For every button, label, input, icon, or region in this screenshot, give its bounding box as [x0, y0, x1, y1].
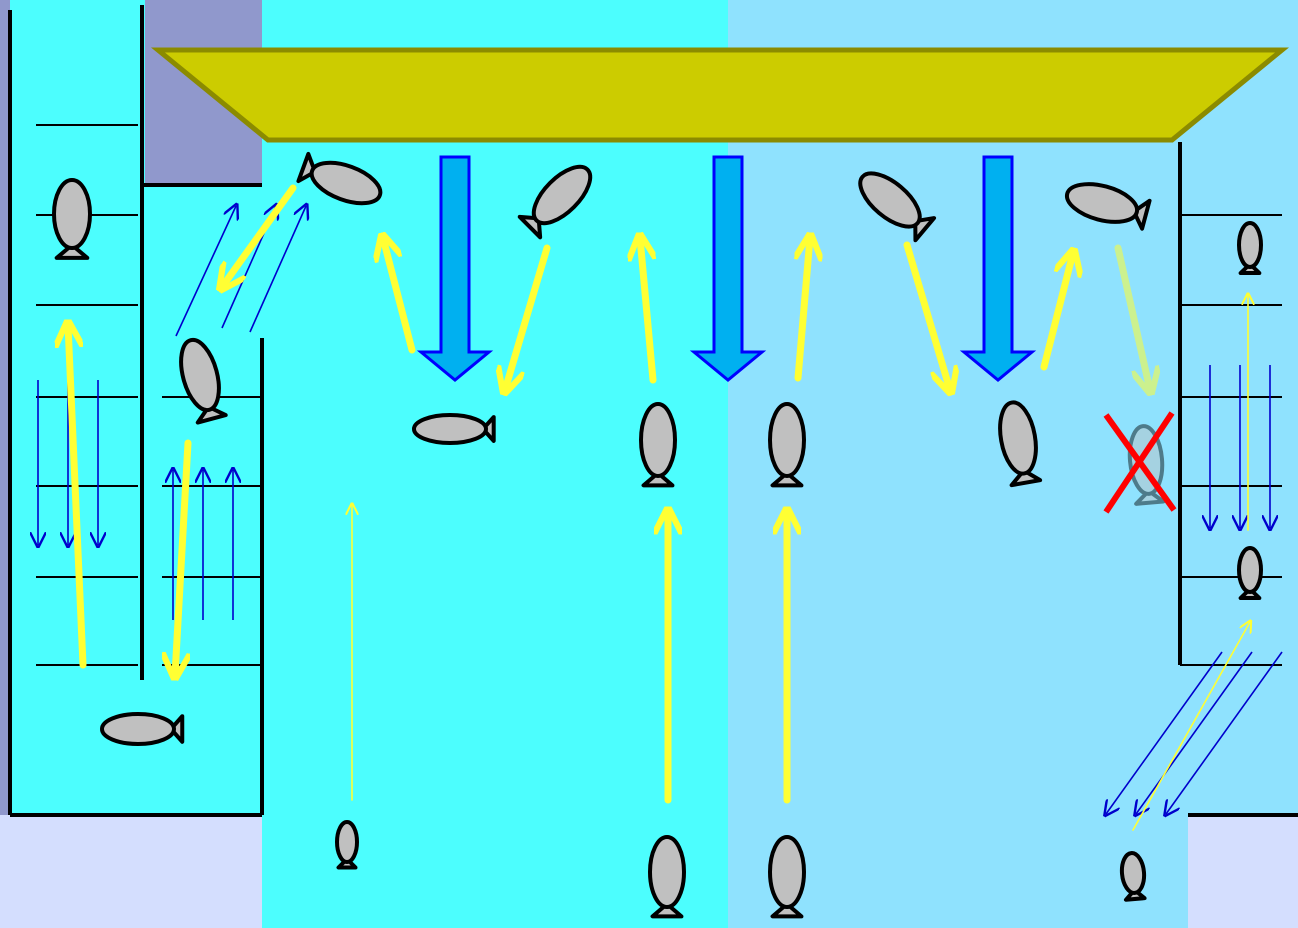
fish-icon: [858, 171, 937, 243]
down-flow-arrows: [416, 155, 1037, 382]
left-edge-strip: [0, 0, 10, 815]
fish-icon: [768, 402, 806, 488]
right-upper-water-region: [1180, 0, 1298, 815]
swim-arrow: [1132, 622, 1250, 831]
down-flow-arrow-icon: [959, 155, 1037, 382]
flow-arrow: [249, 206, 306, 333]
floor-right: [1188, 815, 1298, 928]
swim-arrow: [222, 184, 297, 287]
fish-icon: [768, 835, 806, 919]
blocked-mark: [1103, 411, 1177, 514]
down-flow-arrow-icon: [416, 155, 494, 382]
swim-arrows: [68, 184, 1250, 831]
swim-arrow: [903, 241, 950, 390]
fish-icon: [517, 164, 593, 240]
fish-icon: [648, 835, 686, 919]
fish-group: [52, 151, 1263, 919]
flow-arrow: [175, 206, 236, 337]
right-water-region: [728, 0, 1188, 928]
flow-arrow: [1166, 651, 1283, 814]
fish-icon: [412, 413, 496, 445]
fish-icon: [1237, 221, 1263, 276]
swim-arrow: [505, 244, 551, 390]
fish-icon: [1237, 546, 1263, 601]
fish-icon: [998, 400, 1043, 488]
swim-arrow: [68, 325, 87, 669]
fish-icon: [1119, 851, 1147, 902]
swim-arrow: [798, 238, 810, 382]
swim-arrow: [1040, 253, 1073, 371]
fish-icon: [1064, 182, 1152, 231]
swim-arrow: [175, 439, 192, 675]
fish-icon: [179, 337, 228, 425]
red-x-icon: [1103, 411, 1175, 514]
swim-arrow: [1114, 244, 1150, 390]
cover-plate: [150, 47, 1290, 143]
swim-arrow: [640, 238, 657, 384]
floor-left: [0, 815, 262, 928]
flow-arrow: [1106, 651, 1223, 814]
fish-icon: [639, 402, 677, 488]
swim-arrow: [383, 238, 416, 354]
fish-icon: [100, 712, 185, 746]
flow-arrow: [1136, 651, 1253, 814]
fish-icon: [296, 151, 383, 206]
fish-icon: [52, 178, 92, 260]
down-flow-arrow-icon: [689, 155, 767, 382]
fish-icon: [335, 820, 359, 870]
